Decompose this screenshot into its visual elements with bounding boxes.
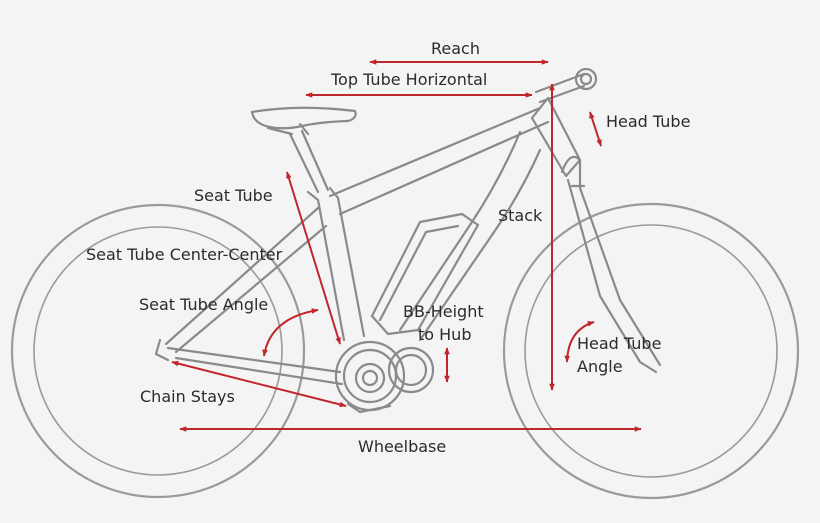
down-tube [398, 130, 542, 342]
seat-tube-label: Seat Tube [194, 186, 273, 205]
chain-stays-arrow [171, 360, 347, 408]
head-tube-frame [530, 96, 582, 178]
top-tube [328, 106, 550, 216]
bb-height-label-line2: to Hub [418, 325, 472, 344]
reach-label: Reach [431, 39, 480, 58]
seat-tube-angle-label: Seat Tube Angle [139, 295, 269, 314]
handlebar [574, 67, 598, 91]
seat-tube-center-center-label: Seat Tube Center-Center [86, 245, 283, 264]
seat-tube-arrow [286, 171, 341, 345]
bb-height-label-line1: BB-Height [403, 302, 484, 321]
head-tube-label: Head Tube [606, 112, 691, 131]
head-tube-angle-arrow [564, 321, 595, 363]
fork [560, 155, 662, 374]
measurement-arrows [171, 59, 642, 432]
seat-tube-angle-arrow [262, 308, 319, 357]
chain-stays-label: Chain Stays [140, 387, 235, 406]
battery [370, 212, 480, 336]
head-tube-angle-label-line1: Head Tube [577, 334, 662, 353]
head-tube-arrow [589, 111, 602, 147]
front-wheel [502, 202, 800, 500]
top-tube-horizontal-label: Top Tube Horizontal [331, 70, 488, 89]
head-tube-angle-label-line2: Angle [577, 357, 623, 376]
stack-label: Stack [498, 206, 543, 225]
seat-post [288, 129, 330, 194]
chain-stay-frame [166, 346, 344, 386]
saddle [250, 106, 357, 130]
motor [334, 340, 435, 414]
wheelbase-label: Wheelbase [358, 437, 447, 456]
